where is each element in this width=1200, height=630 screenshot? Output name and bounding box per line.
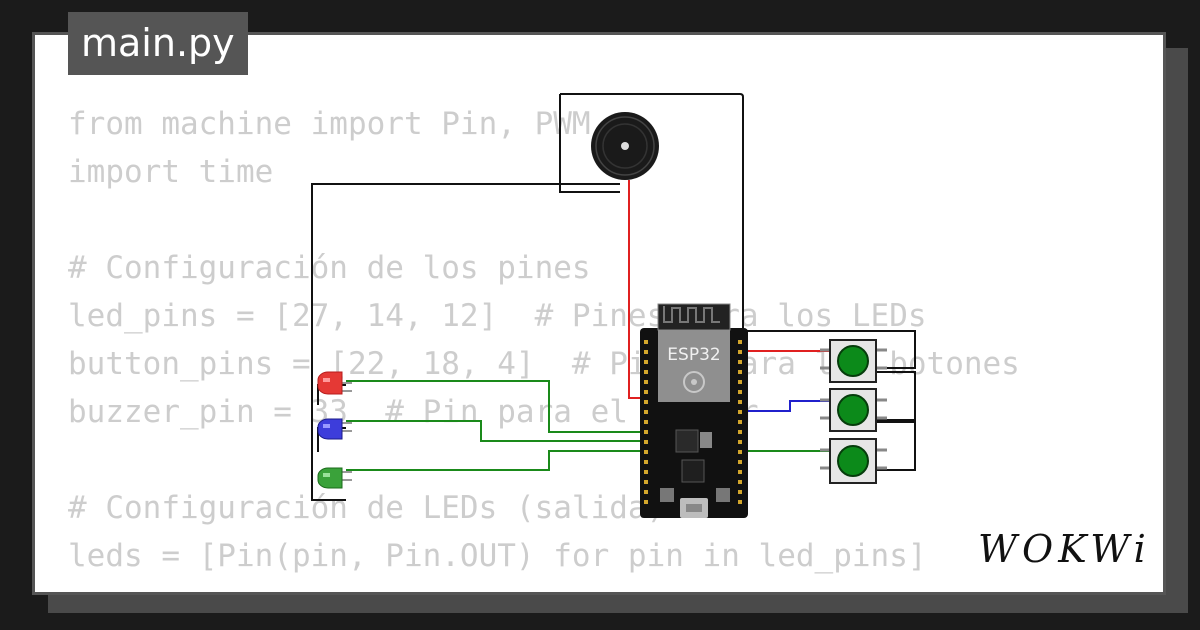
esp32-board[interactable]: ESP32 bbox=[640, 303, 748, 518]
file-tab[interactable]: main.py bbox=[68, 12, 248, 75]
push-button-2[interactable] bbox=[820, 388, 887, 432]
board-label: ESP32 bbox=[667, 345, 720, 365]
push-button-1[interactable] bbox=[820, 339, 887, 383]
led-wires bbox=[346, 380, 647, 471]
code-line: leds = [Pin(pin, Pin.OUT) for pin in led… bbox=[68, 538, 927, 574]
code-line: # Configuración de los pines bbox=[68, 250, 591, 286]
led-red[interactable] bbox=[317, 371, 352, 395]
code-line: import time bbox=[68, 154, 274, 190]
led-blue[interactable] bbox=[317, 418, 352, 440]
code-preview: from machine import Pin, PWM import time #… bbox=[68, 100, 1020, 628]
wokwi-logo: WOKWi bbox=[978, 527, 1151, 571]
push-button-3[interactable] bbox=[820, 438, 887, 484]
button-wire-2 bbox=[742, 400, 832, 412]
buzzer[interactable] bbox=[559, 93, 744, 330]
led-green[interactable] bbox=[317, 467, 352, 489]
code-line: # Configuración de LEDs (salida) bbox=[68, 490, 666, 526]
ground-wires bbox=[311, 183, 916, 501]
code-line: from machine import Pin, PWM bbox=[68, 106, 591, 142]
